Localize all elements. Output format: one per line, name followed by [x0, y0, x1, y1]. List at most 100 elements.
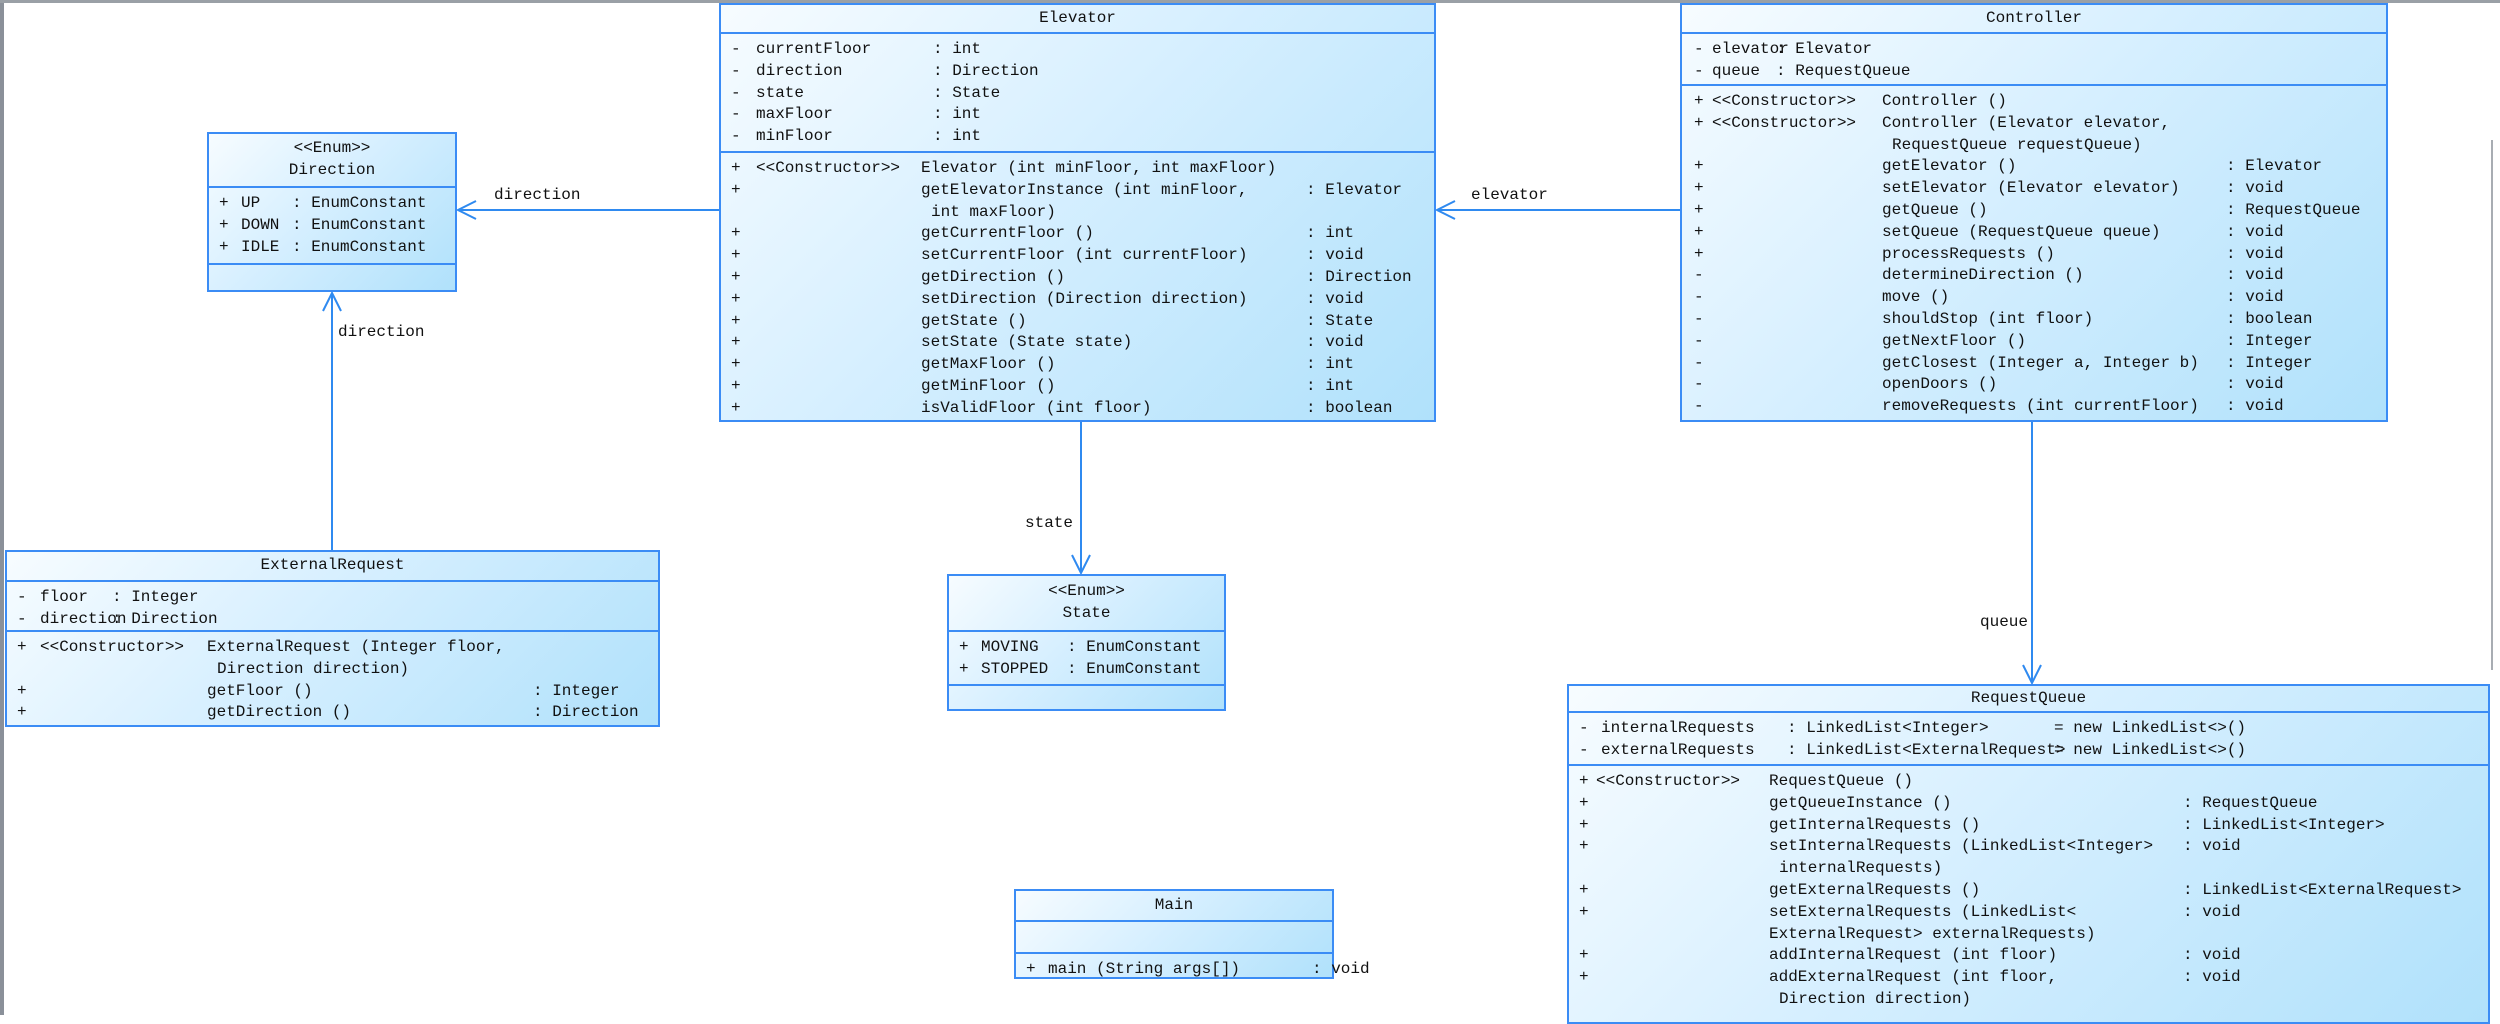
method-row[interactable]: +main (String args[]): void: [1016, 958, 1370, 980]
method-row[interactable]: -removeRequests (int currentFloor): void: [1682, 395, 2386, 417]
attribute-row[interactable]: +UP: EnumConstant: [209, 192, 455, 214]
method-row[interactable]: +getQueue (): RequestQueue: [1682, 199, 2386, 221]
visibility-marker: +: [959, 659, 969, 678]
attribute-row[interactable]: -floor: Integer: [7, 586, 658, 608]
method-row[interactable]: +getExternalRequests (): LinkedList<Exte…: [1569, 879, 2488, 901]
class-request-queue[interactable]: RequestQueue-internalRequests: LinkedLis…: [1567, 684, 2490, 1024]
class-state[interactable]: <<Enum>>State+MOVING: EnumConstant+STOPP…: [947, 574, 1226, 711]
visibility-marker: -: [1579, 719, 1589, 737]
attribute-type: : EnumConstant: [1067, 638, 1202, 656]
attribute-row[interactable]: -maxFloor: int: [721, 103, 1434, 125]
method-return-type: : void: [2226, 222, 2284, 241]
attribute-row[interactable]: -externalRequests: LinkedList<ExternalRe…: [1569, 739, 2488, 761]
method-row[interactable]: +getElevatorInstance (int minFloor,: Ele…: [721, 179, 1434, 201]
method-row[interactable]: +setDirection (Direction direction): voi…: [721, 288, 1434, 310]
method-row[interactable]: -determineDirection (): void: [1682, 264, 2386, 286]
visibility-marker: +: [731, 398, 741, 417]
method-row[interactable]: +processRequests (): void: [1682, 243, 2386, 265]
method-row[interactable]: +getState (): State: [721, 310, 1434, 332]
method-signature-continuation: RequestQueue requestQueue): [1892, 135, 2142, 154]
visibility-marker: +: [1694, 113, 1704, 132]
method-row[interactable]: +getMinFloor (): int: [721, 375, 1434, 397]
class-external-request[interactable]: ExternalRequest-floor: Integer-direction…: [5, 550, 660, 727]
attribute-row[interactable]: -minFloor: int: [721, 125, 1434, 147]
method-row[interactable]: -getNextFloor (): Integer: [1682, 330, 2386, 352]
method-row[interactable]: +getQueueInstance (): RequestQueue: [1569, 792, 2488, 814]
method-row[interactable]: +getElevator (): Elevator: [1682, 155, 2386, 177]
method-row-continuation: RequestQueue requestQueue): [1682, 134, 2386, 156]
compartment-divider: [209, 263, 455, 265]
method-row[interactable]: +<<Constructor>>ExternalRequest (Integer…: [7, 636, 658, 658]
class-elevator[interactable]: Elevator-currentFloor: int-direction: Di…: [719, 3, 1436, 422]
method-row[interactable]: +<<Constructor>>RequestQueue (): [1569, 770, 2488, 792]
attribute-type: : RequestQueue: [1776, 61, 1911, 80]
class-direction[interactable]: <<Enum>>Direction+UP: EnumConstant+DOWN:…: [207, 132, 457, 292]
attribute-row[interactable]: -direction: Direction: [7, 608, 658, 630]
method-row-continuation: Direction direction): [1569, 988, 2488, 1010]
method-row[interactable]: -move (): void: [1682, 286, 2386, 308]
visibility-marker: -: [17, 609, 27, 628]
attribute-row[interactable]: -state: State: [721, 82, 1434, 104]
attribute-row[interactable]: +STOPPED: EnumConstant: [949, 658, 1224, 680]
method-row[interactable]: +addInternalRequest (int floor): void: [1569, 944, 2488, 966]
attribute-row[interactable]: +DOWN: EnumConstant: [209, 214, 455, 236]
left-panel-edge: [0, 0, 4, 1015]
method-row[interactable]: +getDirection (): Direction: [7, 701, 658, 723]
method-row[interactable]: +<<Constructor>>Controller (Elevator ele…: [1682, 112, 2386, 134]
method-row[interactable]: +isValidFloor (int floor): boolean: [721, 397, 1434, 419]
class-main[interactable]: Main +main (String args[]): void: [1014, 889, 1370, 980]
method-signature: setState (State state): [921, 333, 1133, 352]
visibility-marker: +: [731, 224, 741, 243]
attribute-type: : EnumConstant: [292, 194, 427, 212]
attribute-type: : LinkedList<Integer>: [1787, 719, 1989, 737]
attribute-row[interactable]: -currentFloor: int: [721, 38, 1434, 60]
visibility-marker: +: [731, 159, 741, 177]
method-row[interactable]: +addExternalRequest (int floor,: void: [1569, 966, 2488, 988]
method-return-type: : int: [1306, 224, 1355, 243]
visibility-marker: -: [17, 588, 27, 606]
attribute-row[interactable]: -internalRequests: LinkedList<Integer>= …: [1569, 717, 2488, 739]
method-row[interactable]: +getFloor (): Integer: [7, 680, 658, 702]
method-row[interactable]: +setCurrentFloor (int currentFloor): voi…: [721, 244, 1434, 266]
method-row[interactable]: +setInternalRequests (LinkedList<Integer…: [1569, 835, 2488, 857]
method-row[interactable]: +getMaxFloor (): int: [721, 353, 1434, 375]
method-return-type: : void: [2183, 837, 2241, 856]
method-row-continuation: int maxFloor): [721, 201, 1434, 223]
method-row[interactable]: +setQueue (RequestQueue queue): void: [1682, 221, 2386, 243]
visibility-marker: -: [1694, 40, 1704, 58]
method-row[interactable]: +setElevator (Elevator elevator): void: [1682, 177, 2386, 199]
method-row[interactable]: -shouldStop (int floor): boolean: [1682, 308, 2386, 330]
method-row[interactable]: +getInternalRequests (): LinkedList<Inte…: [1569, 814, 2488, 836]
method-return-type: : Direction: [1306, 268, 1412, 286]
visibility-marker: +: [1694, 244, 1704, 263]
method-signature-continuation: ExternalRequest> externalRequests): [1769, 924, 2096, 943]
class-controller[interactable]: Controller-elevator: Elevator-queue: Req…: [1680, 3, 2388, 422]
method-return-type: : Direction: [533, 703, 639, 722]
visibility-marker: +: [1579, 946, 1589, 965]
method-return-type: : Integer: [533, 681, 620, 700]
method-row[interactable]: -openDoors (): void: [1682, 373, 2386, 395]
attribute-row[interactable]: -elevator: Elevator: [1682, 38, 2386, 60]
attribute-row[interactable]: +IDLE: EnumConstant: [209, 236, 455, 258]
attribute-name: floor: [40, 588, 89, 606]
method-signature: getQueue (): [1882, 201, 1988, 219]
compartment-divider: [949, 630, 1224, 632]
attribute-row[interactable]: -direction: Direction: [721, 60, 1434, 82]
method-row[interactable]: +<<Constructor>>Controller (): [1682, 90, 2386, 112]
method-return-type: : RequestQueue: [2226, 201, 2361, 219]
method-row[interactable]: +setState (State state): void: [721, 331, 1434, 353]
attribute-name: externalRequests: [1601, 740, 1755, 759]
method-row[interactable]: +setExternalRequests (LinkedList<: void: [1569, 901, 2488, 923]
attribute-type: : int: [933, 127, 982, 146]
class-title: Main: [1154, 895, 1194, 914]
attribute-row[interactable]: +MOVING: EnumConstant: [949, 636, 1224, 658]
method-return-type: : Integer: [2226, 331, 2313, 350]
attribute-row[interactable]: -queue: RequestQueue: [1682, 60, 2386, 82]
method-row[interactable]: +getDirection (): Direction: [721, 266, 1434, 288]
method-row[interactable]: +<<Constructor>>Elevator (int minFloor, …: [721, 157, 1434, 179]
method-signature: getNextFloor (): [1882, 331, 2027, 350]
visibility-marker: -: [1579, 740, 1589, 759]
method-row[interactable]: +getCurrentFloor (): int: [721, 222, 1434, 244]
method-row[interactable]: -getClosest (Integer a, Integer b): Inte…: [1682, 352, 2386, 374]
constructor-stereotype: <<Constructor>>: [1712, 92, 1857, 110]
